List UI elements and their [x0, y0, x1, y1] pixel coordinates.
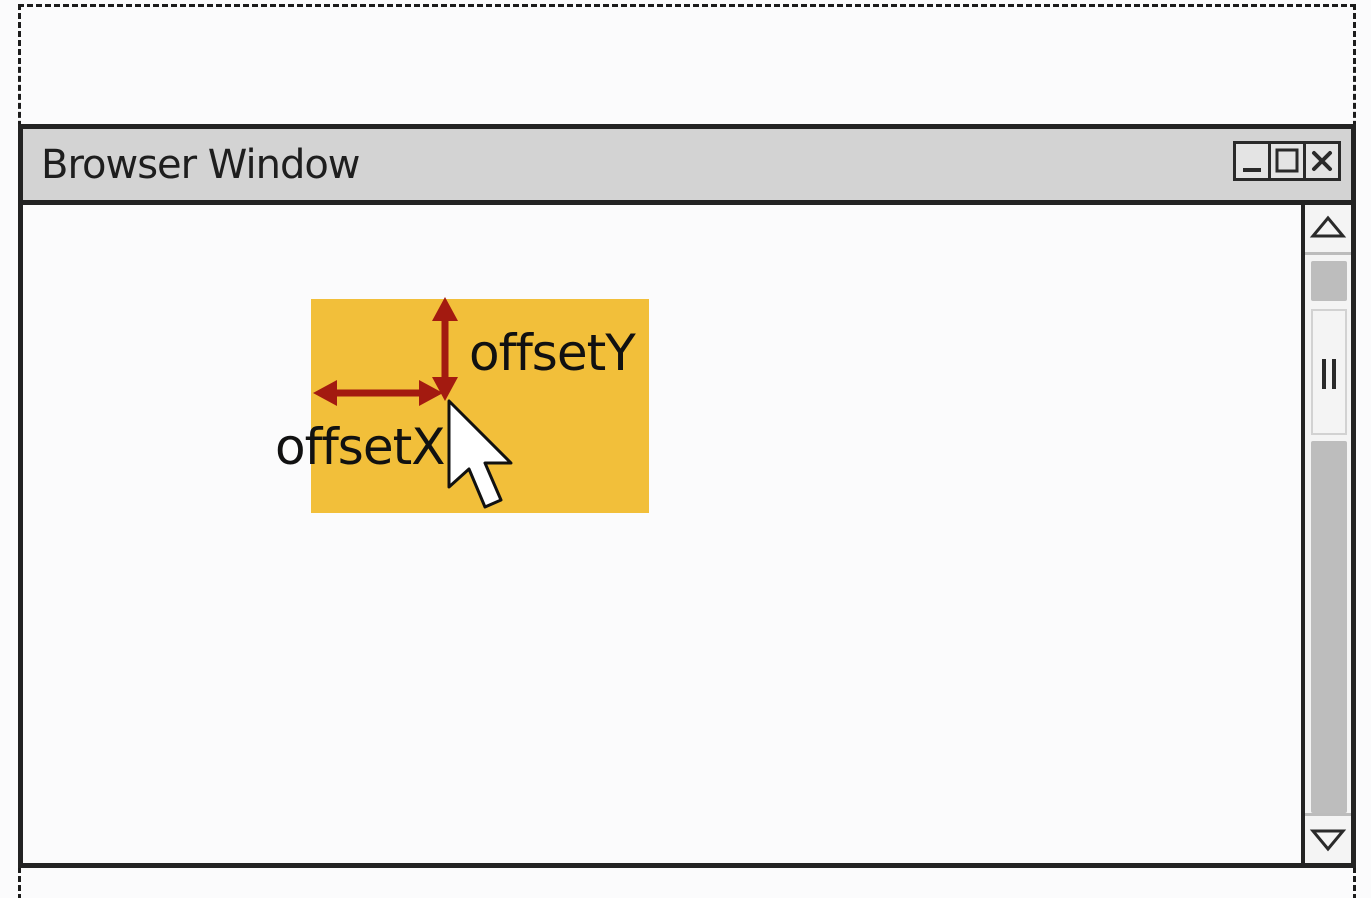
browser-window: Browser Window [18, 124, 1356, 868]
scroll-up-button[interactable] [1305, 205, 1351, 255]
scroll-track-upper[interactable] [1311, 261, 1347, 301]
offset-x-arrow [313, 380, 443, 406]
close-icon [1312, 151, 1332, 171]
minimize-icon [1243, 168, 1261, 172]
scroll-down-button[interactable] [1305, 813, 1351, 863]
scroll-down-icon [1309, 829, 1347, 852]
close-button[interactable] [1303, 141, 1341, 181]
minimize-button[interactable] [1233, 141, 1271, 181]
scroll-thumb[interactable] [1311, 309, 1347, 435]
window-title: Browser Window [41, 142, 361, 188]
scroll-up-icon [1309, 215, 1347, 238]
grip-icon [1322, 359, 1336, 389]
vertical-scrollbar[interactable] [1301, 205, 1351, 863]
title-bar: Browser Window [23, 129, 1351, 205]
maximize-button[interactable] [1268, 141, 1306, 181]
offset-arrows [313, 297, 513, 509]
offset-y-label: offsetY [469, 324, 636, 382]
offset-y-arrow [432, 297, 458, 401]
maximize-icon [1275, 148, 1299, 173]
window-controls [1233, 141, 1341, 181]
mouse-cursor-icon [447, 399, 513, 509]
page-content: offsetY offsetX [23, 205, 1301, 863]
scroll-track-lower[interactable] [1311, 441, 1347, 813]
offset-x-label: offsetX [275, 418, 445, 476]
